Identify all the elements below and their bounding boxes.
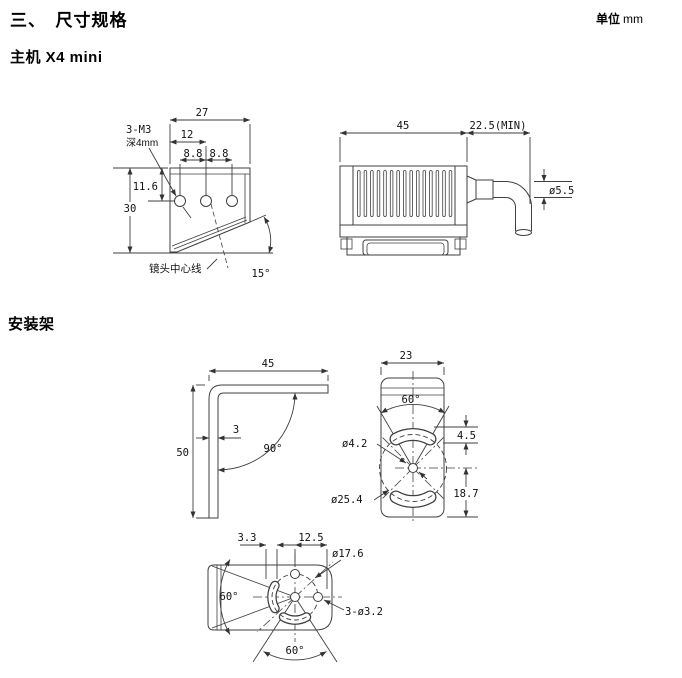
dim-hole-pitch-label: 8.8 xyxy=(184,148,203,160)
main-front-view-drawing: 27 12 8.8 8.8 11.6 30 3-M3 深4mm 镜头中心线 15… xyxy=(113,107,274,280)
slot-circle xyxy=(379,434,447,502)
mount-hole-right xyxy=(313,592,323,602)
lens-center-line xyxy=(210,203,229,269)
dim-angle-bottom-label: 60° xyxy=(286,645,305,657)
dim-top-to-holes-label: 11.6 xyxy=(133,181,158,193)
unit-label: 单位 xyxy=(596,12,621,26)
dim-bolt-circle-label: ø17.6 xyxy=(332,548,364,560)
thread-note-line1: 3-M3 xyxy=(126,124,151,136)
dim-height-label: 50 xyxy=(176,447,189,459)
mount-hole xyxy=(200,195,212,207)
center-hole xyxy=(290,592,300,602)
main-side-view-drawing: 45 22.5(MIN) ø5.5 xyxy=(339,120,574,256)
center-hole xyxy=(408,463,418,473)
dim-bend-angle-label: 90° xyxy=(264,443,283,455)
dim-arm-length-label: 45 xyxy=(262,358,275,370)
dim-slot-width-label: 3.3 xyxy=(238,532,257,544)
dim-height-label: 30 xyxy=(124,203,137,215)
dim-cable-diameter-label: ø5.5 xyxy=(549,185,574,197)
mount-hole xyxy=(226,195,238,207)
dim-mount-holes-label: 3-ø3.2 xyxy=(345,606,383,618)
dim-hole-pitch-label: 8.8 xyxy=(210,148,229,160)
lens-window xyxy=(362,239,449,256)
bracket-bottom-view-drawing: 3.3 12.5 ø17.6 3-ø3.2 60° 60° xyxy=(207,532,383,663)
dim-width-label: 27 xyxy=(196,107,209,119)
bracket-side-view-drawing: 45 50 3 90° xyxy=(176,358,329,519)
heatsink-fins xyxy=(357,170,453,217)
dim-center-hole-label: ø4.2 xyxy=(342,438,367,450)
dim-lens-angle-label: 15° xyxy=(252,268,271,280)
thread-note-line2: 深4mm xyxy=(126,137,158,149)
dim-cable-clearance-label: 22.5(MIN) xyxy=(470,120,527,132)
cable-gland xyxy=(466,175,477,204)
section-bracket-title: 安装架 xyxy=(8,316,55,333)
dim-width-label: 23 xyxy=(400,350,413,362)
dim-slot-width-label: 4.5 xyxy=(457,430,476,442)
dim-slot-angle-label: 60° xyxy=(402,394,421,406)
section-main-title: 主机 X4 mini xyxy=(10,49,103,66)
bracket-front-view-drawing: 23 60° 4.5 18.7 ø4.2 ø25.4 xyxy=(331,350,479,524)
dim-length-label: 45 xyxy=(397,120,410,132)
dim-center-to-bottom-label: 18.7 xyxy=(453,488,478,500)
dim-hole-offset-label: 12.5 xyxy=(298,532,323,544)
unit-value: mm xyxy=(623,12,644,26)
mount-hole-top xyxy=(290,569,300,579)
unit-note: 单位 mm xyxy=(596,10,643,27)
mount-hole xyxy=(174,195,186,207)
page-title: 三、 尺寸规格 xyxy=(10,11,128,30)
dim-hole-offset-label: 12 xyxy=(181,129,194,141)
lens-center-label: 镜头中心线 xyxy=(149,262,202,275)
dim-thickness-label: 3 xyxy=(233,424,239,436)
cable xyxy=(493,181,532,231)
dim-slot-circle-label: ø25.4 xyxy=(331,494,363,506)
dim-angle-left-label: 60° xyxy=(220,591,239,603)
